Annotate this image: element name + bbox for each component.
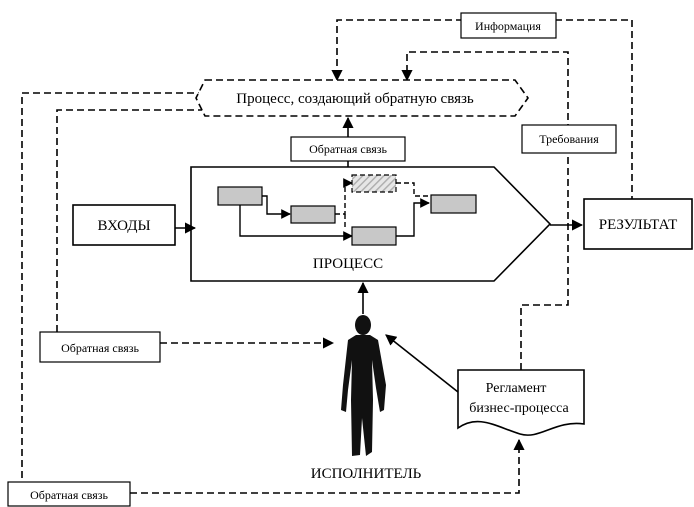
inputs-label: ВХОДЫ bbox=[97, 218, 150, 234]
regulation-label-line1: Регламент bbox=[486, 381, 547, 396]
task-block-4 bbox=[430, 194, 477, 214]
feedback-left-label: Обратная связь bbox=[61, 341, 139, 355]
feedback-left-box: Обратная связь bbox=[39, 331, 161, 363]
bottom-feedback-line bbox=[130, 438, 525, 494]
regulation-document: Регламент бизнес-процесса bbox=[457, 369, 585, 436]
result-label: РЕЗУЛЬТАТ bbox=[599, 217, 678, 233]
task-block-3 bbox=[351, 226, 397, 246]
feedback-top-box: Обратная связь bbox=[290, 136, 406, 162]
information-label: Информация bbox=[475, 19, 541, 33]
feedback-process-label: Процесс, создающий обратную связь bbox=[236, 91, 474, 107]
requirements-box: Требования bbox=[521, 124, 617, 154]
feedback-bottom-box: Обратная связь bbox=[7, 481, 131, 507]
feedback-process-node: Процесс, создающий обратную связь bbox=[195, 79, 529, 117]
internal-flow bbox=[239, 178, 430, 241]
regulation-to-executor-arrow bbox=[385, 334, 459, 393]
task-block-2 bbox=[290, 205, 336, 224]
optional-task-block bbox=[351, 174, 397, 193]
executor-person-icon bbox=[341, 315, 386, 456]
requirements-loop-line bbox=[401, 51, 569, 370]
requirements-label: Требования bbox=[539, 132, 599, 146]
result-box: РЕЗУЛЬТАТ bbox=[583, 198, 693, 250]
feedback-bottom-label: Обратная связь bbox=[30, 488, 108, 502]
information-box: Информация bbox=[460, 12, 557, 39]
regulation-label-line2: бизнес-процесса bbox=[469, 401, 569, 416]
process-label: ПРОЦЕСС bbox=[313, 256, 383, 272]
feedback-top-label: Обратная связь bbox=[309, 142, 387, 156]
task-block-1 bbox=[217, 186, 263, 206]
inputs-box: ВХОДЫ bbox=[72, 204, 176, 246]
executor-label: ИСПОЛНИТЕЛЬ bbox=[311, 466, 422, 482]
inner-left-loop-line bbox=[56, 109, 205, 332]
outer-left-loop-line bbox=[21, 92, 205, 491]
